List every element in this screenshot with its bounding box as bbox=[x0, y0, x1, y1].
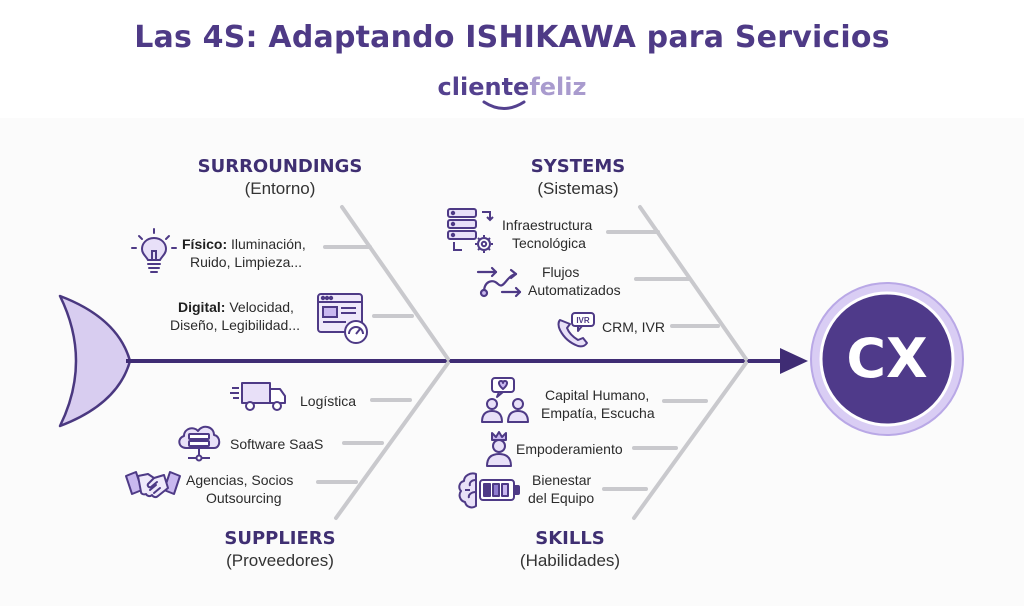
truck-icon bbox=[230, 382, 286, 411]
cx-circle bbox=[819, 291, 955, 427]
category-skills: SKILLS (Habilidades) bbox=[470, 528, 670, 572]
category-systems-sub: (Sistemas) bbox=[537, 179, 619, 198]
suppliers-item-2-label: Software SaaS bbox=[230, 436, 324, 452]
systems-item-3-label: CRM, IVR bbox=[602, 319, 665, 335]
category-suppliers-name: SUPPLIERS bbox=[224, 528, 336, 549]
surroundings-item-2-line2: Diseño, Legibilidad... bbox=[170, 317, 300, 333]
category-surroundings-name: SURROUNDINGS bbox=[197, 156, 363, 177]
skills-bones bbox=[602, 361, 748, 520]
skills-item-1-line1: Capital Humano, bbox=[545, 387, 650, 403]
phone-ivr-icon: IVR bbox=[557, 312, 595, 348]
systems-item-2-line1: Flujos bbox=[542, 264, 580, 280]
handshake-icon bbox=[125, 471, 181, 499]
category-suppliers: SUPPLIERS (Proveedores) bbox=[180, 528, 380, 572]
surroundings-item-2-line1: Digital: Velocidad, bbox=[178, 299, 294, 315]
fish-tail bbox=[58, 294, 132, 428]
brand-logo-part2: feliz bbox=[529, 73, 587, 101]
category-skills-name: SKILLS bbox=[535, 528, 605, 549]
spine-arrowhead bbox=[780, 348, 808, 374]
cx-label: CX bbox=[846, 327, 928, 390]
flow-arrows-icon bbox=[476, 266, 522, 298]
category-systems-name: SYSTEMS bbox=[530, 156, 626, 177]
crowned-person-icon bbox=[486, 431, 512, 467]
people-heart-icon bbox=[481, 377, 529, 423]
category-surroundings-sub: (Entorno) bbox=[244, 179, 316, 198]
surroundings-item-1-line1: Físico: Iluminación, bbox=[182, 236, 306, 252]
brand-logo: clientefeliz bbox=[0, 72, 1024, 102]
lightbulb-icon bbox=[131, 228, 177, 273]
server-gear-icon bbox=[447, 208, 494, 253]
cloud-server-icon bbox=[178, 425, 221, 462]
category-suppliers-sub: (Proveedores) bbox=[226, 551, 334, 570]
brand-logo-part1: cliente bbox=[437, 73, 530, 101]
skills-item-3-line1: Bienestar bbox=[532, 472, 592, 488]
category-skills-sub: (Habilidades) bbox=[519, 551, 621, 570]
ivr-badge-text: IVR bbox=[576, 316, 590, 325]
surroundings-item-1-line2: Ruido, Limpieza... bbox=[190, 254, 303, 270]
smile-icon bbox=[482, 100, 526, 110]
page-title: Las 4S: Adaptando ISHIKAWA para Servicio… bbox=[134, 20, 890, 55]
skills-item-3-line2: del Equipo bbox=[528, 490, 595, 506]
skills-item-1-line2: Empatía, Escucha bbox=[541, 405, 655, 421]
suppliers-item-3-line2: Outsourcing bbox=[206, 490, 282, 506]
category-surroundings: SURROUNDINGS (Entorno) bbox=[180, 156, 380, 200]
systems-item-1-line2: Tecnológica bbox=[512, 235, 586, 251]
systems-item-2-line2: Automatizados bbox=[528, 282, 621, 298]
skills-item-2-label: Empoderamiento bbox=[516, 441, 623, 457]
surroundings-bones bbox=[323, 205, 450, 361]
brain-battery-icon bbox=[458, 472, 520, 509]
category-systems: SYSTEMS (Sistemas) bbox=[478, 156, 678, 200]
systems-bones bbox=[606, 205, 748, 361]
systems-item-1-line1: Infraestructura bbox=[502, 217, 593, 233]
suppliers-item-1-label: Logística bbox=[300, 393, 357, 409]
suppliers-item-3-line1: Agencias, Socios bbox=[186, 472, 294, 488]
web-dashboard-icon bbox=[317, 293, 368, 344]
suppliers-bones bbox=[316, 361, 450, 520]
